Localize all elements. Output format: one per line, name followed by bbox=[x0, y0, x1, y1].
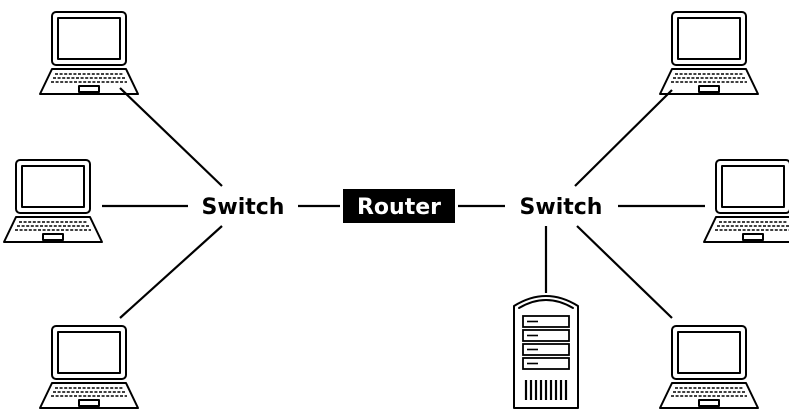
link-laptop-right-top bbox=[574, 89, 673, 187]
laptop-icon bbox=[659, 11, 759, 95]
router-box bbox=[343, 189, 455, 223]
link-laptop-right-bottom bbox=[576, 225, 673, 319]
server-icon bbox=[513, 295, 579, 409]
link-laptop-left-top bbox=[119, 87, 223, 187]
laptop-icon bbox=[39, 325, 139, 409]
link-laptop-left-bottom bbox=[119, 225, 223, 319]
connections bbox=[102, 87, 705, 319]
router-label: Router bbox=[357, 195, 441, 220]
right-switch-label: Switch bbox=[520, 195, 603, 220]
laptop-icon bbox=[3, 159, 103, 243]
left-switch-label: Switch bbox=[202, 195, 285, 220]
laptop-icon bbox=[39, 11, 139, 95]
laptop-icon bbox=[703, 159, 789, 243]
laptop-icon bbox=[659, 325, 759, 409]
